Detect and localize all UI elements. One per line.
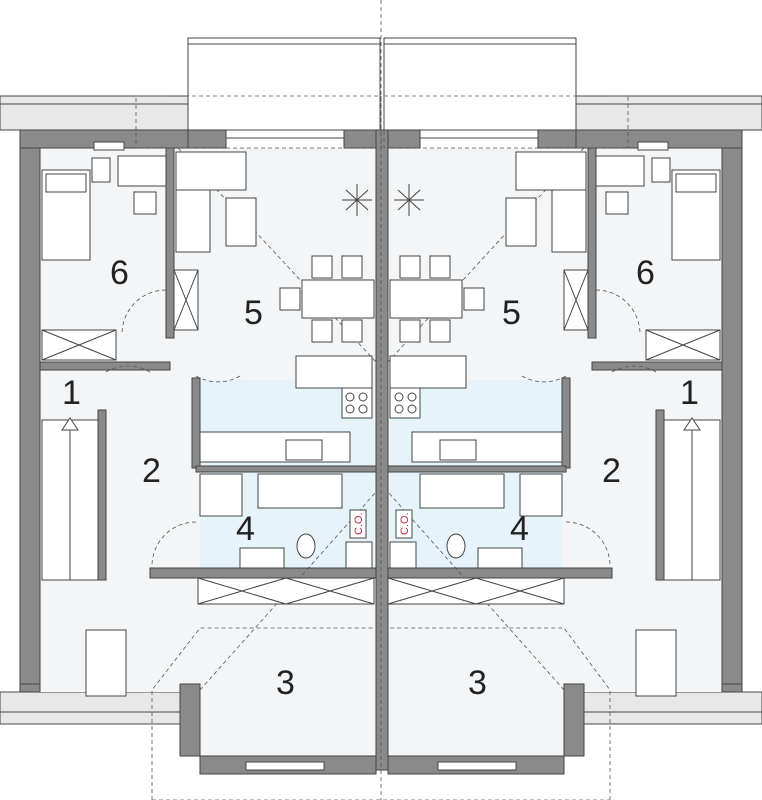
door-swings [105,184,657,567]
terrace-top [187,37,577,133]
co-label-left: C.O. [353,512,365,535]
room-number-6-right: 6 [636,254,655,292]
room-number-6-left: 6 [110,254,129,292]
right-furniture [387,151,721,697]
co-label-right: C.O. [399,512,411,535]
dashed-outlines [135,0,629,800]
room-number-4-left: 4 [236,510,255,548]
room-number-4-right: 4 [510,510,529,548]
room-number-3-left: 3 [276,664,295,702]
room-number-1-right: 1 [680,374,699,412]
room-number-3-right: 3 [468,664,487,702]
left-furniture [41,151,375,697]
room-number-2-right: 2 [602,452,621,490]
room-number-5-right: 5 [502,294,521,332]
room-number-2-left: 2 [142,452,161,490]
walls [19,129,743,775]
windows [93,129,669,771]
boiler-right [395,509,413,539]
room-number-1-left: 1 [62,374,81,412]
room-number-5-left: 5 [244,294,263,332]
boiler-left [349,509,367,539]
